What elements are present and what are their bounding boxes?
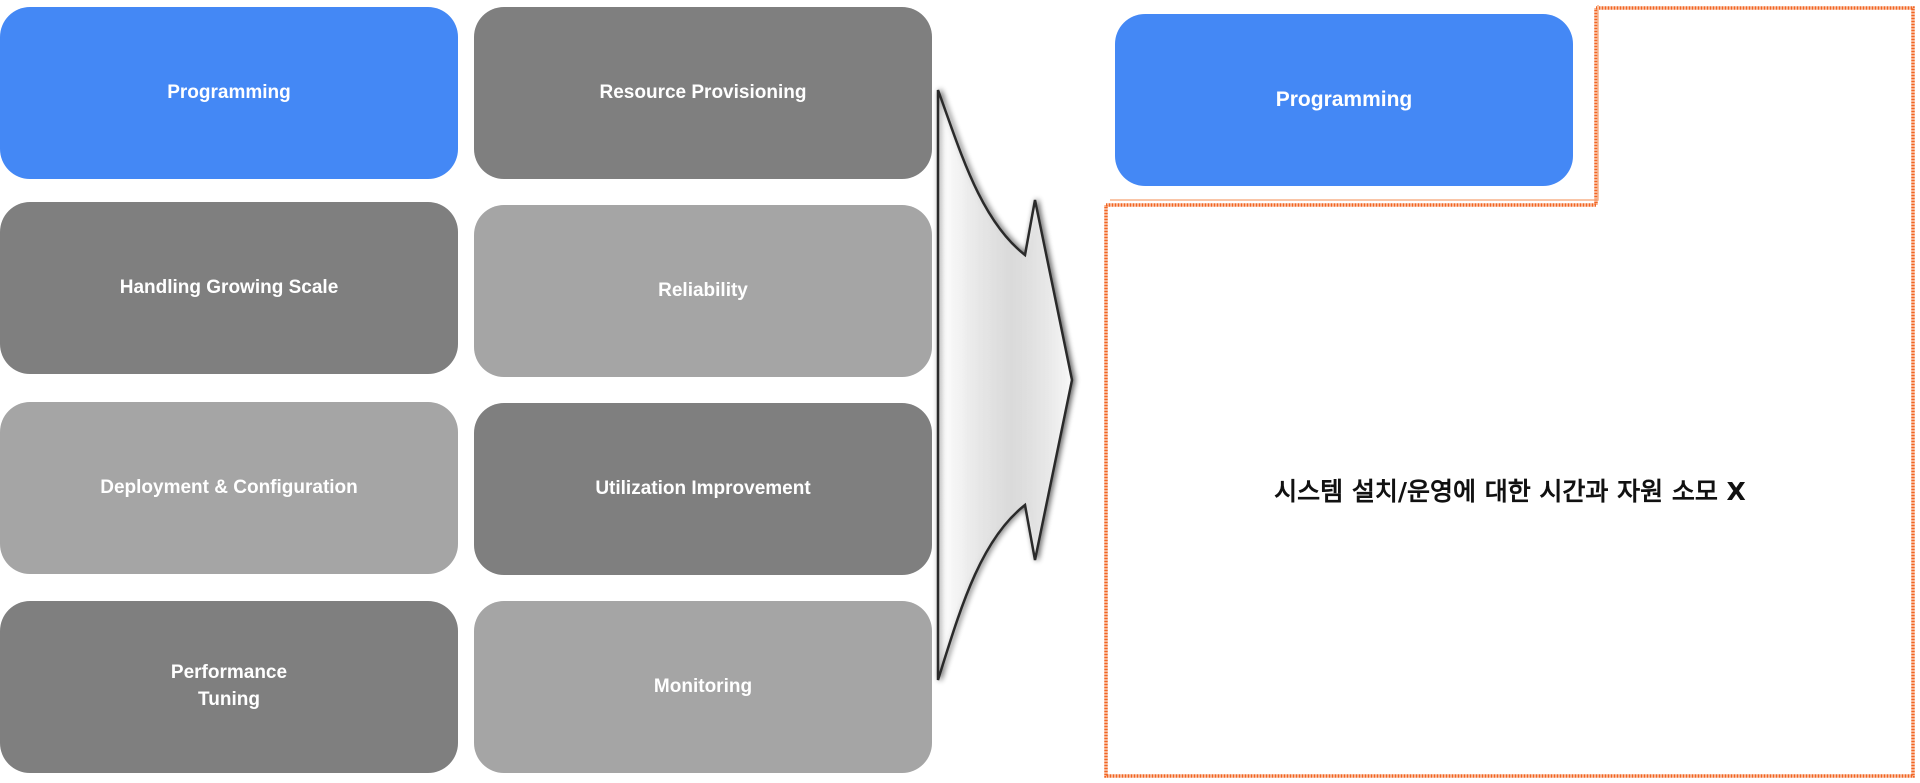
- box-performance-tuning: Performance Tuning: [0, 601, 458, 773]
- box-handling-growing-scale: Handling Growing Scale: [0, 202, 458, 374]
- result-programming-box: Programming: [1115, 14, 1573, 186]
- box-deployment-configuration: Deployment & Configuration: [0, 402, 458, 574]
- box-resource-provisioning: Resource Provisioning: [474, 7, 932, 179]
- box-reliability: Reliability: [474, 205, 932, 377]
- result-caption: 시스템 설치/운영에 대한 시간과 자원 소모 X: [1274, 477, 1746, 506]
- box-programming: Programming: [0, 7, 458, 179]
- right-chevron-arrow-icon: [936, 89, 1074, 681]
- box-monitoring: Monitoring: [474, 601, 932, 773]
- box-utilization-improvement: Utilization Improvement: [474, 403, 932, 575]
